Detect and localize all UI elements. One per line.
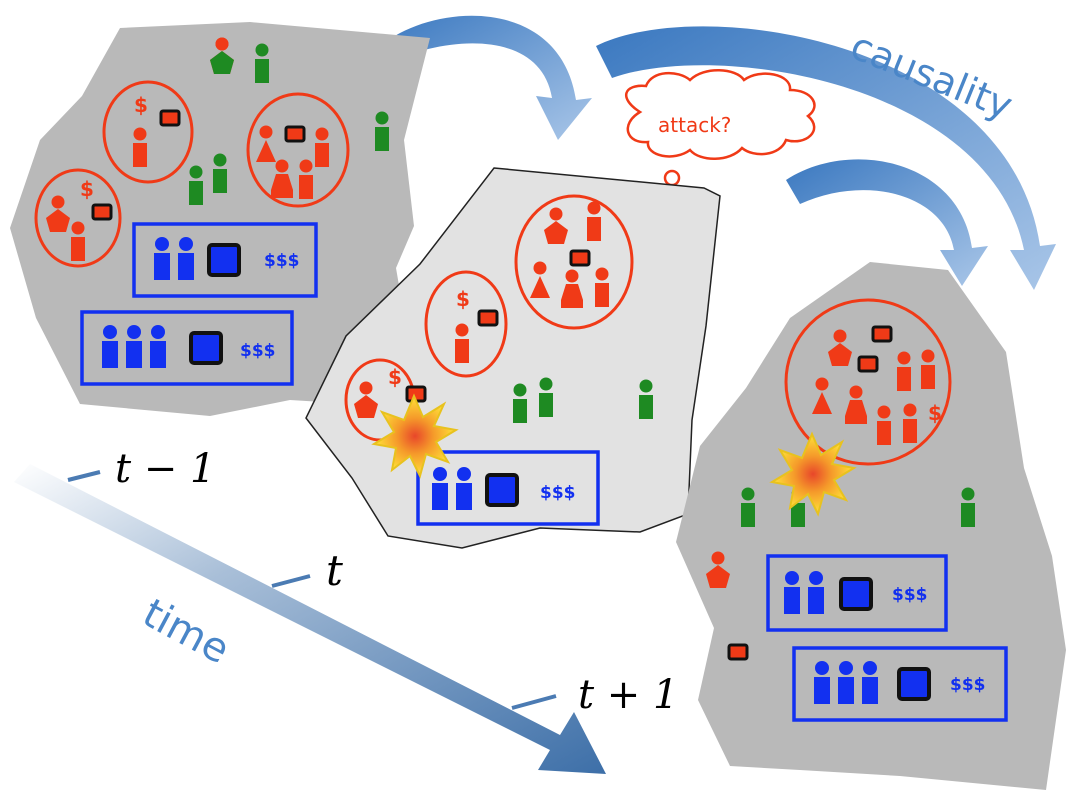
money-label: $$$ — [540, 483, 576, 503]
region-t-plus-1: $ $$$ $$$ — [676, 262, 1066, 790]
tick-t-minus-1 — [67, 470, 101, 482]
thought-text: attack? — [658, 113, 731, 137]
tick-t — [271, 574, 311, 588]
causality-arrows — [378, 15, 1056, 291]
dollar-icon: $ — [80, 177, 94, 201]
label-time: time — [135, 590, 236, 673]
money-label: $$$ — [892, 585, 928, 605]
dollar-icon: $ — [456, 287, 470, 311]
dollar-icon: $ — [134, 93, 148, 117]
money-label: $$$ — [264, 251, 300, 271]
money-label: $$$ — [240, 341, 276, 361]
time-arrow — [14, 464, 606, 774]
money-label: $$$ — [950, 675, 986, 695]
label-t: t — [326, 546, 343, 595]
tick-t-plus-1 — [511, 694, 557, 710]
region-t: $ $ $$$ — [305, 167, 721, 549]
dollar-icon: $ — [928, 401, 942, 425]
label-t-plus-1: t + 1 — [578, 672, 678, 718]
dollar-icon: $ — [388, 365, 402, 389]
label-t-minus-1: t − 1 — [115, 446, 215, 492]
region-t-minus-1: $ $ $$$ $$$ — [10, 22, 430, 416]
